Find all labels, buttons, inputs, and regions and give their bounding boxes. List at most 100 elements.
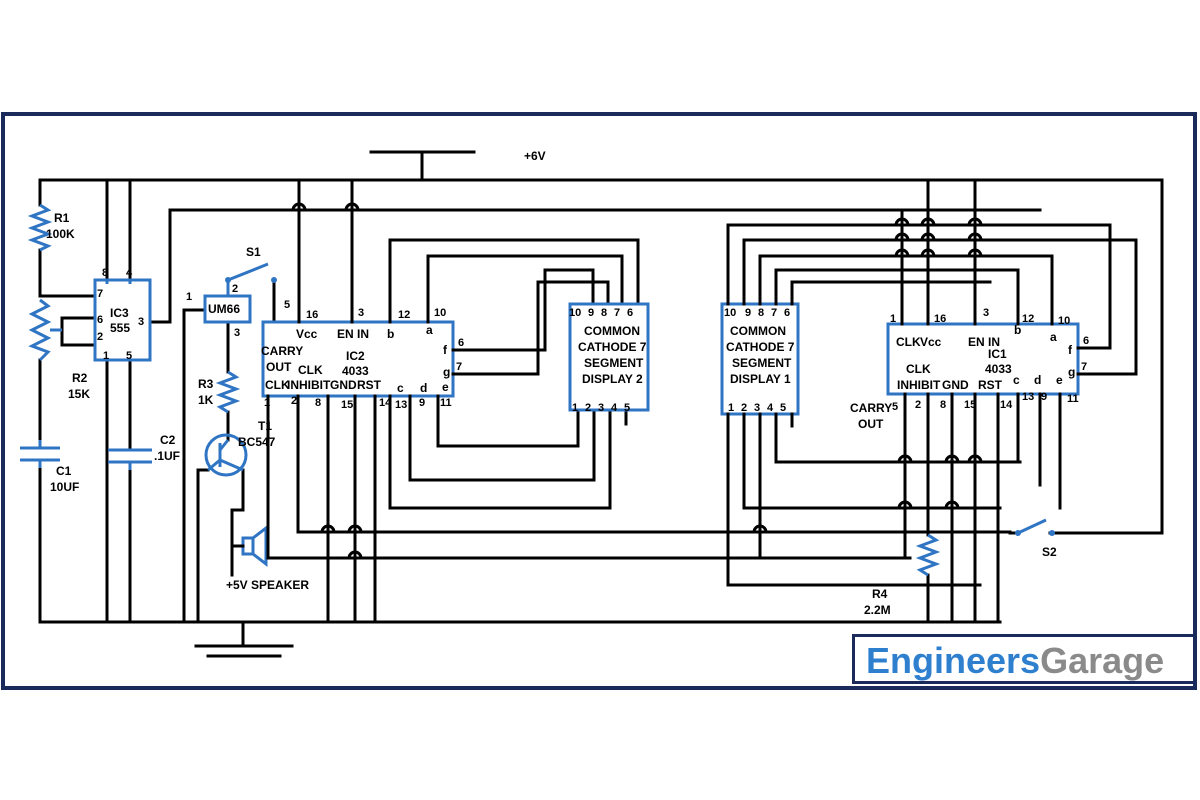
svg-text:SEGMENT: SEGMENT <box>732 356 792 370</box>
svg-text:c: c <box>397 381 404 395</box>
svg-text:7: 7 <box>1081 361 1087 373</box>
svg-text:2: 2 <box>291 395 297 407</box>
svg-text:8: 8 <box>102 267 108 279</box>
svg-text:2: 2 <box>915 399 921 411</box>
svg-text:5: 5 <box>126 350 132 362</box>
svg-text:5: 5 <box>780 402 786 414</box>
svg-text:g: g <box>443 365 450 379</box>
svg-text:6: 6 <box>627 307 633 319</box>
svg-text:OUT: OUT <box>858 417 884 431</box>
ic1-4033-counter <box>726 178 1164 624</box>
svg-text:6: 6 <box>784 307 790 319</box>
speaker-label: +5V SPEAKER <box>226 578 309 592</box>
resistor-r1 <box>27 203 53 252</box>
wire-crossovers <box>291 202 983 560</box>
svg-text:15: 15 <box>341 399 353 411</box>
svg-text:8: 8 <box>940 399 946 411</box>
svg-text:d: d <box>1034 373 1041 387</box>
s1-label: S1 <box>246 245 261 259</box>
svg-text:2: 2 <box>97 331 103 343</box>
svg-text:RST: RST <box>357 378 382 392</box>
svg-text:GND: GND <box>330 378 357 392</box>
svg-text:RST: RST <box>978 378 1003 392</box>
svg-text:8: 8 <box>315 397 321 409</box>
svg-text:3: 3 <box>754 402 760 414</box>
svg-text:4: 4 <box>611 402 618 414</box>
svg-text:1: 1 <box>264 397 270 409</box>
svg-text:2: 2 <box>232 283 238 295</box>
svg-text:b: b <box>1014 323 1021 337</box>
r1-label: R1 <box>54 211 70 225</box>
svg-text:10: 10 <box>434 307 446 319</box>
sound-section-wiring <box>182 280 276 624</box>
svg-text:3: 3 <box>358 307 364 319</box>
svg-text:6: 6 <box>97 314 103 326</box>
svg-text:Vcc: Vcc <box>296 327 318 341</box>
r2-label: R2 <box>72 371 88 385</box>
um66-chip <box>203 294 252 324</box>
svg-text:12: 12 <box>398 309 410 321</box>
svg-text:GND: GND <box>942 378 969 392</box>
r2-value: 15K <box>68 387 90 401</box>
svg-text:INHIBIT: INHIBIT <box>897 378 941 392</box>
svg-text:DISPLAY 1: DISPLAY 1 <box>730 372 791 386</box>
svg-text:d: d <box>420 381 427 395</box>
svg-text:CLK: CLK <box>896 335 921 349</box>
svg-text:13: 13 <box>395 399 407 411</box>
svg-text:3: 3 <box>598 402 604 414</box>
svg-text:Vcc: Vcc <box>920 335 942 349</box>
svg-text:COMMON: COMMON <box>584 324 640 338</box>
capacitor-c1 <box>20 440 60 468</box>
svg-text:CARRY: CARRY <box>261 344 303 358</box>
svg-text:7: 7 <box>614 307 620 319</box>
svg-text:8: 8 <box>601 307 607 319</box>
c1-label: C1 <box>56 464 72 478</box>
svg-text:CLK: CLK <box>906 362 931 376</box>
svg-text:CLK: CLK <box>265 378 290 392</box>
svg-text:6: 6 <box>458 337 464 349</box>
brand-part1: Engineers <box>866 640 1041 681</box>
s2-label: S2 <box>1042 545 1057 559</box>
t1-value: BC547 <box>238 435 276 449</box>
svg-text:1: 1 <box>186 291 192 303</box>
svg-text:EN IN: EN IN <box>337 327 369 341</box>
seven-segment-display-2 <box>568 302 650 412</box>
brand-logo-frame <box>852 634 1196 684</box>
svg-text:CATHODE 7: CATHODE 7 <box>578 340 647 354</box>
svg-text:2: 2 <box>585 402 591 414</box>
ic3-555-timer <box>93 278 152 362</box>
speaker-icon <box>230 524 268 568</box>
diagram-frame <box>1 112 1197 690</box>
svg-text:OUT: OUT <box>266 360 292 374</box>
transistor-t1 <box>204 433 248 477</box>
ic1-label: IC1 <box>988 347 1007 361</box>
ic2-label: IC2 <box>346 349 365 363</box>
ground-rail <box>38 620 1002 658</box>
brand-logo: EngineersGarage <box>866 640 1164 682</box>
svg-text:5: 5 <box>624 402 630 414</box>
svg-text:CATHODE 7: CATHODE 7 <box>726 340 795 354</box>
r4-label: R4 <box>872 587 888 601</box>
svg-text:1: 1 <box>572 402 578 414</box>
svg-text:15: 15 <box>964 399 976 411</box>
svg-text:1: 1 <box>103 350 109 362</box>
svg-text:10: 10 <box>1058 315 1070 327</box>
svg-text:5: 5 <box>284 299 290 311</box>
svg-text:f: f <box>443 343 448 357</box>
capacitor-c2 <box>108 448 152 470</box>
svg-text:CARRY: CARRY <box>850 401 892 415</box>
ic1-part: 4033 <box>985 362 1012 376</box>
svg-text:3: 3 <box>138 316 144 328</box>
ic2-4033-counter <box>261 178 1012 624</box>
svg-text:COMMON: COMMON <box>730 324 786 338</box>
svg-text:11: 11 <box>440 397 452 409</box>
svg-text:DISPLAY 2: DISPLAY 2 <box>582 372 643 386</box>
svg-text:7: 7 <box>771 307 777 319</box>
svg-text:8: 8 <box>758 307 764 319</box>
svg-text:10: 10 <box>724 307 736 319</box>
svg-text:2: 2 <box>741 402 747 414</box>
r3-label: R3 <box>198 377 214 391</box>
svg-text:f: f <box>1068 343 1073 357</box>
svg-text:7: 7 <box>456 361 462 373</box>
resistor-r4 <box>915 533 941 577</box>
